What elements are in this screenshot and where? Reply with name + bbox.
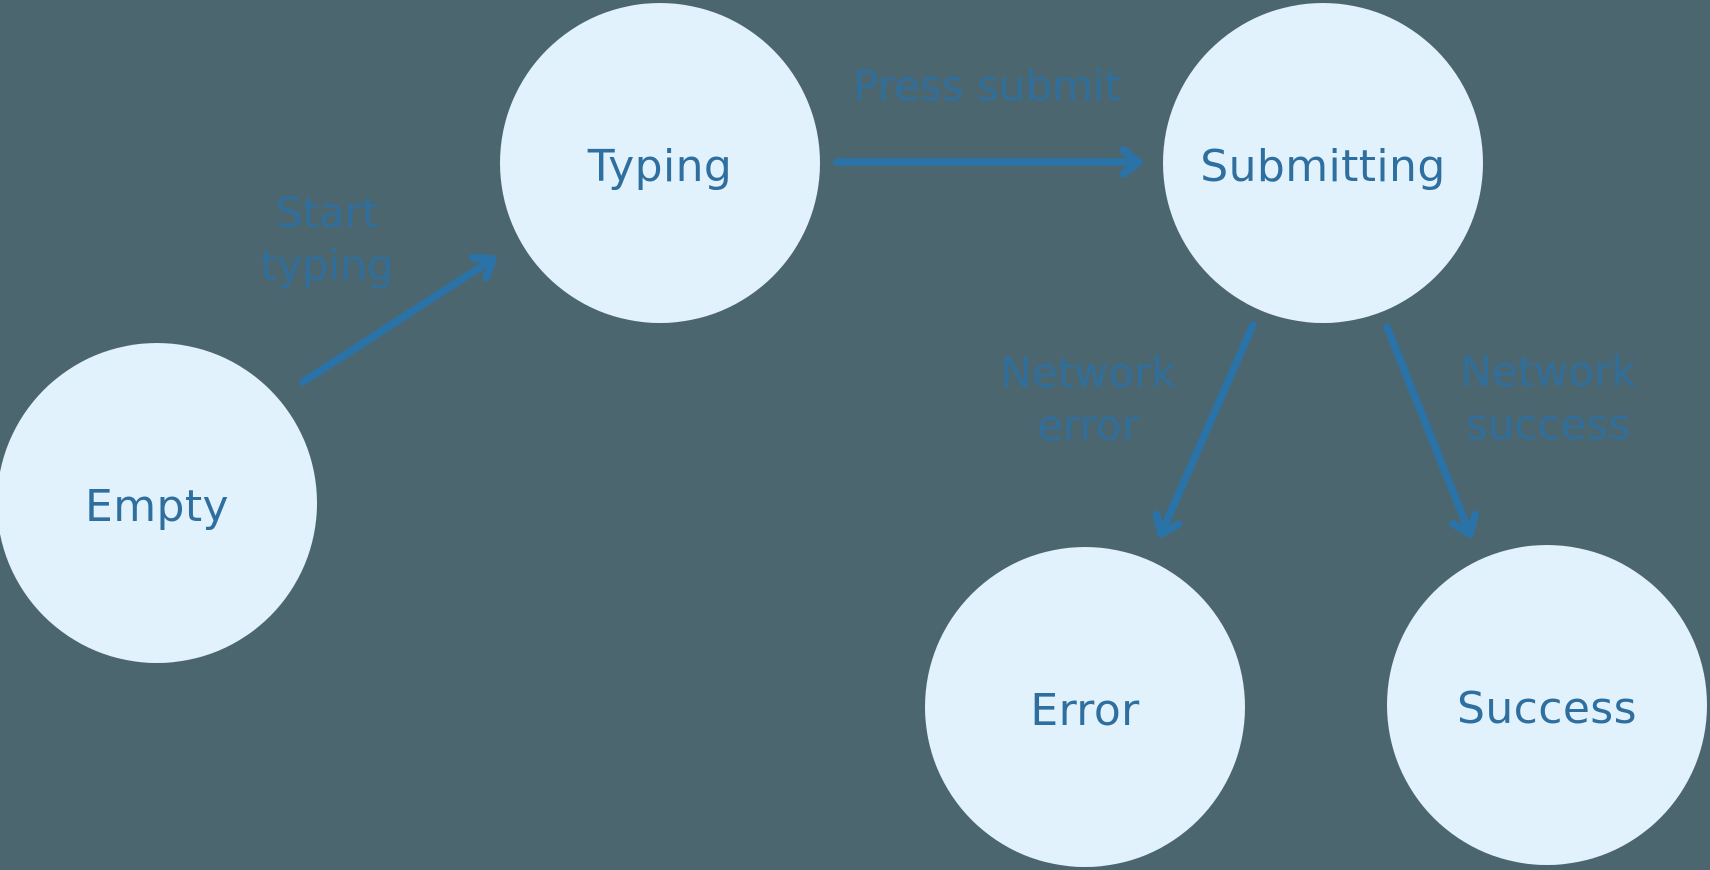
state-label-submitting: Submitting	[1200, 140, 1446, 192]
edge-empty-typing-arrow	[299, 253, 497, 386]
state-node-empty: Empty	[0, 343, 317, 663]
edge-label-network-success: Network success	[1460, 345, 1635, 451]
state-node-error: Error	[925, 547, 1245, 867]
state-label-typing: Typing	[587, 140, 733, 192]
edge-submitting-success-arrow	[1383, 323, 1479, 538]
edge-label-line: Start	[275, 188, 379, 237]
edge-label-press-submit: Press submit	[853, 60, 1121, 113]
edge-label-line: Network	[1000, 348, 1176, 397]
edge-label-line: Press submit	[852, 61, 1122, 111]
state-node-submitting: Submitting	[1163, 3, 1483, 323]
edge-label-line: Network	[1460, 347, 1636, 396]
edge-label-line: typing	[260, 241, 394, 290]
state-label-error: Error	[1030, 684, 1140, 736]
edge-submitting-error-arrow	[1152, 321, 1257, 538]
state-node-success: Success	[1387, 545, 1707, 865]
edge-label-line: success	[1465, 400, 1631, 449]
edge-label-start-typing: Start typing	[261, 186, 394, 292]
edge-label-line: error	[1037, 401, 1139, 450]
state-label-empty: Empty	[85, 480, 229, 532]
state-label-success: Success	[1457, 682, 1637, 734]
edge-label-network-error: Network error	[1000, 346, 1175, 452]
state-node-typing: Typing	[500, 3, 820, 323]
